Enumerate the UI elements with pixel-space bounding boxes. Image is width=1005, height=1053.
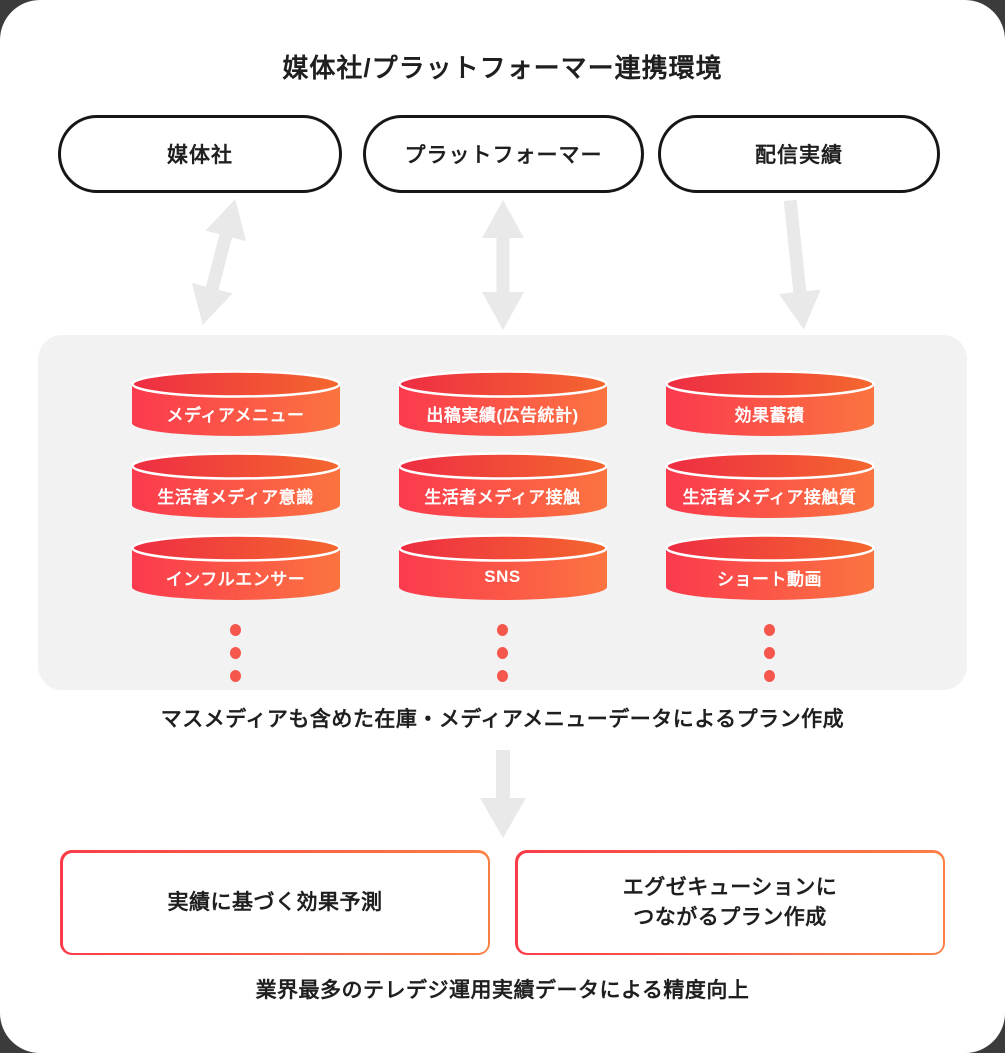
source-pill-label: プラットフォーマー [404,144,603,167]
db-cylinder-label: 出稿実績(広告統計) [426,405,579,425]
db-cylinder-label: 効果蓄積 [734,405,805,425]
page-title: 媒体社/プラットフォーマー連携環境 [282,53,723,83]
db-cylinder-consumer-media-contact: 生活者メディア接触 [397,452,608,520]
db-cylinder-influencer: インフルエンサー [130,534,341,602]
dot [230,624,241,636]
dot [497,670,508,682]
db-cylinder-consumer-media-awareness: 生活者メディア意識 [130,452,341,520]
dot [230,670,241,682]
dot [230,647,241,659]
source-pill-label: 媒体社 [167,144,233,167]
database-cylinder-icon [130,534,341,600]
database-cylinder-icon [397,534,608,600]
db-cylinder-label: SNS [484,567,521,586]
dot [497,624,508,636]
dot [497,647,508,659]
outcome-label-line: エグゼキューションに [622,875,838,899]
datastore-panel: メディアメニュー 出稿実績(広告統計) 効果蓄積 生活者メディア意識 [38,335,967,690]
outcome-box-execution-plan: エグゼキューションに つながるプラン作成 [515,850,945,955]
outcome-label-line: 実績に基づく効果予測 [167,890,383,914]
outcome-box-effect-prediction: 実績に基づく効果予測 [60,850,490,955]
source-pill-label: 配信実績 [755,144,843,167]
bidirectional-arrow-icon [191,199,247,325]
down-arrow-icon [480,750,526,838]
db-cylinder-media-menu: メディアメニュー [130,370,341,438]
database-cylinder-icon [397,370,608,436]
plan-caption: マスメディアも含めた在庫・メディアメニューデータによるプラン作成 [160,708,845,731]
db-cylinder-label: インフルエンサー [165,569,306,589]
database-cylinder-icon [664,370,875,436]
bidirectional-arrow-icon [482,200,524,330]
ellipsis-dots [665,616,875,682]
db-cylinder-ad-stats: 出稿実績(広告統計) [397,370,608,438]
db-cylinder-label: 生活者メディア接触 [424,487,581,507]
dot [764,647,775,659]
outcome-label-line: つながるプラン作成 [633,905,827,929]
source-pill-delivery-results: 配信実績 [658,115,940,193]
dot [764,670,775,682]
db-cylinder-label: メディアメニュー [166,405,305,425]
db-cylinder-label: 生活者メディア接触質 [682,487,857,507]
db-cylinder-sns: SNS [397,534,608,602]
db-cylinder-label: 生活者メディア意識 [157,487,314,507]
ellipsis-dots [131,616,341,682]
db-cylinder-label: ショート動画 [717,569,822,589]
source-pill-platformer: プラットフォーマー [363,115,644,193]
database-cylinder-icon [397,452,608,518]
database-cylinder-icon [664,452,875,518]
dot [764,624,775,636]
source-pill-media-company: 媒体社 [58,115,342,193]
database-cylinder-icon [130,452,341,518]
bottom-caption: 業界最多のテレデジ運用実績データによる精度向上 [255,979,750,1002]
db-cylinder-effect-accumulation: 効果蓄積 [664,370,875,438]
db-cylinder-short-video: ショート動画 [664,534,875,602]
ellipsis-dots [398,616,608,682]
db-cylinder-consumer-media-contact-quality: 生活者メディア接触質 [664,452,875,520]
database-cylinder-icon [664,534,875,600]
down-arrow-icon [778,199,821,330]
database-cylinder-icon [130,370,341,436]
